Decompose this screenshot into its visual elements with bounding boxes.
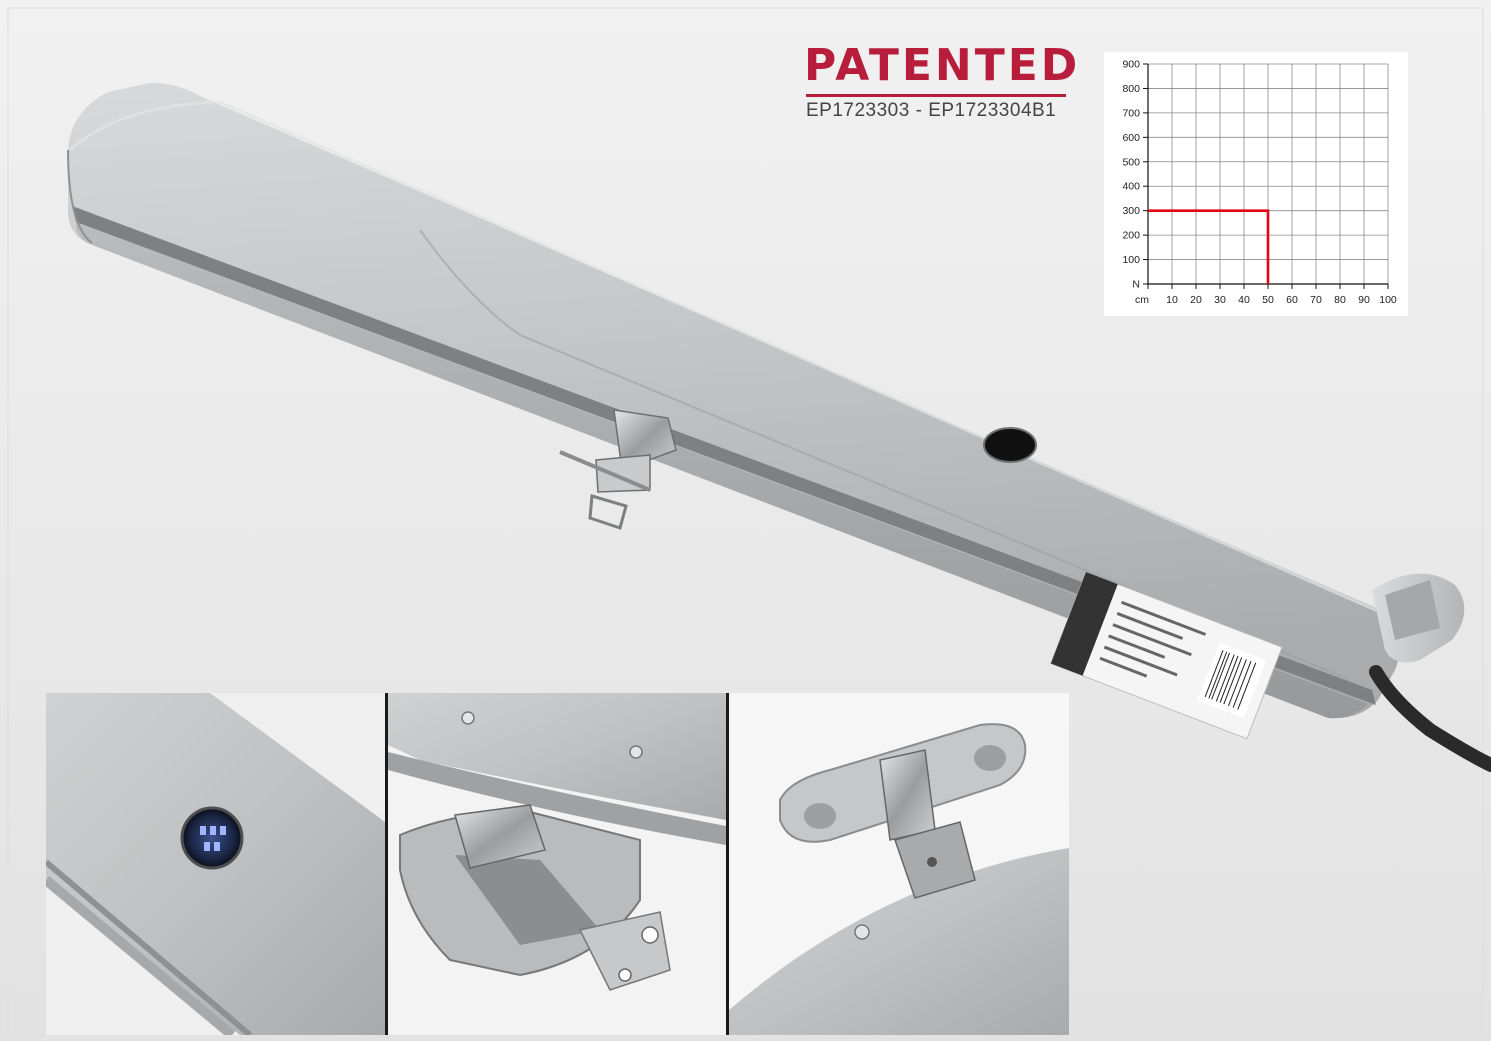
y-tick-label: 200 (1122, 230, 1140, 242)
y-tick-label: 300 (1122, 205, 1140, 217)
x-tick-label: 60 (1286, 294, 1298, 306)
x-tick-label: 80 (1334, 294, 1346, 306)
x-tick-label: 100 (1379, 294, 1397, 306)
patent-numbers: EP1723303 - EP1723304B1 (806, 100, 1057, 121)
patent-underline (806, 94, 1066, 97)
y-tick-label: 800 (1122, 83, 1140, 95)
patent-notice: PATENTED EP1723303 - EP1723304B1 (800, 40, 1081, 122)
x-tick-label: 70 (1310, 294, 1322, 306)
y-tick-label: 100 (1122, 254, 1140, 266)
x-tick-label: 30 (1214, 294, 1226, 306)
x-tick-label: 40 (1238, 294, 1250, 306)
x-tick-label: 90 (1358, 294, 1370, 306)
y-tick-label: 400 (1122, 181, 1140, 193)
detail-photo-mount (729, 693, 1069, 1035)
y-tick-label: 700 (1122, 107, 1140, 119)
x-axis-label: cm (1135, 294, 1149, 306)
y-axis-label: N (1132, 279, 1140, 291)
detail-photo-bracket (388, 693, 726, 1035)
y-tick-label: 600 (1122, 132, 1140, 144)
x-tick-label: 20 (1190, 294, 1202, 306)
series-line (1148, 209, 1270, 284)
actuator-housing (67, 82, 1491, 772)
y-tick-label: 900 (1122, 59, 1140, 71)
y-tick-label: 500 (1122, 156, 1140, 168)
x-tick-label: 10 (1166, 294, 1178, 306)
patent-title: PATENTED (804, 40, 1081, 91)
x-tick-label: 50 (1262, 294, 1274, 306)
detail-photo-dial (46, 693, 385, 1035)
